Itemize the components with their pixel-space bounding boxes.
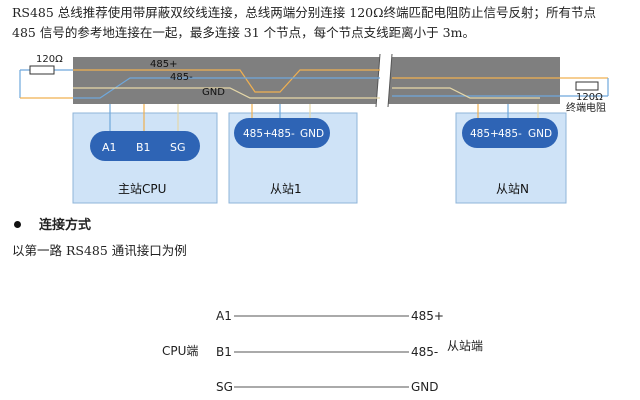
wiring-slave-title: 从站端 [447, 339, 483, 353]
slave1-pin-gnd: GND [300, 128, 324, 140]
bus-label-485plus: 485+ [150, 59, 177, 70]
wiring-right-485plus: 485+ [411, 309, 444, 323]
node-slave-n-label: 从站N [496, 182, 529, 196]
section-subtitle: 以第一路 RS485 通讯接口为例 [12, 243, 187, 258]
intro-line-2: 485 信号的参考地连接在一起，最多连接 31 个节点，每个节点支线距离小于 3… [12, 25, 475, 40]
node-cpu-pin-pill [90, 131, 200, 161]
right-resistor-label: 120Ω [576, 92, 603, 103]
bus-line-485plus [73, 69, 380, 93]
section-heading-text: 连接方式 [39, 218, 92, 233]
wiring-left-sg: SG [216, 380, 233, 394]
pin-a1: A1 [102, 141, 117, 154]
wiring-left-a1: A1 [216, 309, 232, 323]
left-resistor-label: 120Ω [36, 54, 63, 65]
intro-line-1: RS485 总线推荐使用带屏蔽双绞线连接，总线两端分别连接 120Ω终端匹配电阻… [12, 5, 597, 20]
bus-label-gnd: GND [202, 87, 225, 98]
slaveN-pin-485minus: 485- [498, 128, 522, 140]
wiring-right-485minus: 485- [411, 345, 438, 359]
wiring-left-b1: B1 [216, 345, 232, 359]
bus-label-485minus: 485- [170, 72, 193, 83]
bus-cable [73, 57, 560, 104]
slaveN-pin-485plus: 485+ [470, 128, 499, 140]
node-slave-n-pin-pill [462, 118, 558, 148]
section-heading: 连接方式 [14, 214, 91, 233]
node-cpu-label: 主站CPU [118, 182, 166, 196]
wiring-right-gnd: GND [411, 380, 439, 394]
terminal-resistor-label: 终端电阻 [566, 101, 606, 114]
bus-break [376, 54, 392, 107]
intro-paragraph: RS485 总线推荐使用带屏蔽双绞线连接，总线两端分别连接 120Ω终端匹配电阻… [12, 3, 632, 43]
pin-b1: B1 [136, 141, 151, 154]
slave1-pin-485minus: 485- [271, 128, 295, 140]
node-slave-1-label: 从站1 [270, 182, 302, 196]
bullet-icon [14, 221, 21, 228]
node-slave-1-pin-pill [234, 118, 330, 148]
slave1-pin-485plus: 485+ [243, 128, 272, 140]
right-resistor [575, 81, 599, 91]
left-resistor [29, 65, 55, 75]
pin-sg: SG [170, 141, 186, 154]
wiring-cpu-title: CPU端 [162, 344, 198, 358]
slaveN-pin-gnd: GND [528, 128, 552, 140]
bus-line-gnd [73, 87, 380, 99]
